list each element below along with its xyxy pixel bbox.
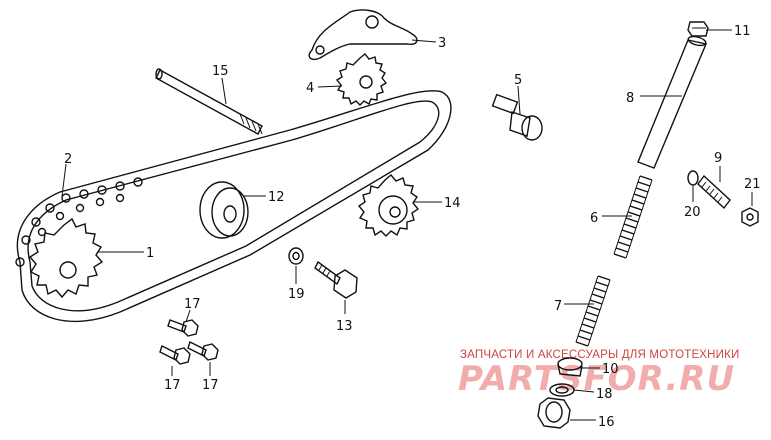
callouts: 1 2 3 4 5 6 7 8 9 10 11 12 13 14 15 16 1…	[64, 24, 761, 430]
callout-17-a: 17	[184, 297, 201, 312]
upper-sprocket	[335, 53, 388, 106]
nut-21	[741, 207, 759, 227]
stud-9	[697, 174, 731, 210]
seat-10	[557, 357, 583, 377]
spring-7	[575, 275, 611, 347]
spring-6	[613, 175, 653, 259]
bolt-17-a	[167, 319, 199, 337]
callout-21: 21	[744, 177, 761, 192]
callout-12: 12	[268, 190, 285, 205]
callout-14: 14	[444, 196, 461, 211]
drive-sprocket	[28, 217, 104, 299]
chain-links	[15, 177, 143, 267]
callout-5: 5	[514, 73, 522, 88]
callout-17-c: 17	[202, 378, 219, 393]
idler-sprocket	[357, 174, 420, 237]
callout-16: 16	[598, 415, 615, 430]
callout-2: 2	[64, 152, 72, 167]
cap-11	[687, 21, 709, 37]
callout-9: 9	[714, 151, 722, 166]
washer-19	[288, 247, 304, 265]
watermark-caption: ЗАПЧАСТИ И АКСЕССУАРЫ ДЛЯ МОТОТЕХНИКИ	[460, 349, 740, 361]
bolt-13	[314, 260, 358, 299]
watermark-brand: PARTSFOR.RU	[458, 359, 735, 399]
leader-lines	[61, 29, 753, 421]
bolt-17-b	[159, 345, 191, 365]
callout-4: 4	[306, 81, 314, 96]
callout-13: 13	[336, 319, 353, 334]
tensioner-tube	[637, 35, 707, 169]
callout-6: 6	[590, 211, 598, 226]
bolt-5	[491, 93, 543, 141]
tensioner-bracket	[308, 9, 418, 60]
callout-7: 7	[554, 299, 562, 314]
callout-18: 18	[596, 387, 613, 402]
callout-8: 8	[626, 91, 634, 106]
callout-11: 11	[734, 24, 751, 39]
o-ring-20	[687, 170, 699, 186]
callout-15: 15	[212, 64, 229, 79]
callout-10: 10	[602, 362, 619, 377]
callout-17-b: 17	[164, 378, 181, 393]
callout-3: 3	[438, 36, 446, 51]
callout-1: 1	[146, 246, 154, 261]
plug-bolt-16	[537, 397, 571, 429]
bolt-17-c	[187, 341, 219, 361]
tensioner-roller	[199, 181, 249, 239]
callout-19: 19	[288, 287, 305, 302]
callout-20: 20	[684, 205, 701, 220]
shaft-15	[155, 68, 263, 135]
cam-chain	[15, 90, 452, 323]
